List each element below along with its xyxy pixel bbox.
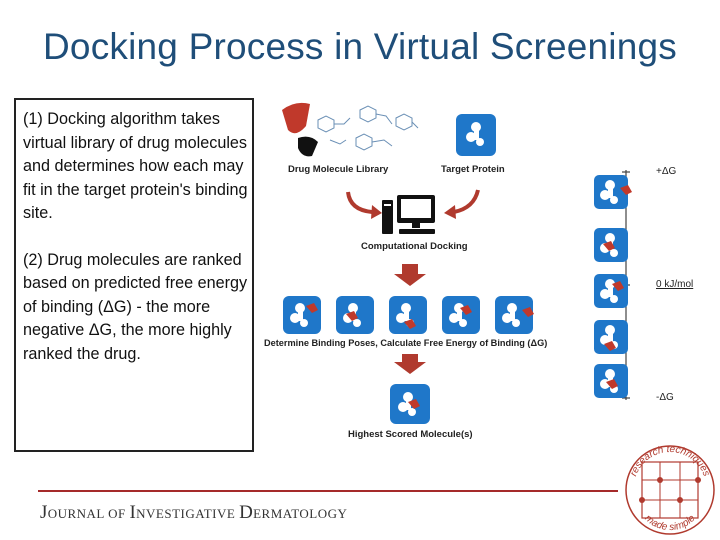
library-label: Drug Molecule Library	[288, 164, 389, 175]
pose-tile	[495, 296, 534, 334]
highest-scored-label: Highest Scored Molecule(s)	[348, 429, 473, 440]
library-fragment-red	[282, 102, 310, 134]
target-protein-tile	[456, 114, 496, 156]
down-arrow-1	[394, 264, 426, 286]
scale-top-label: +ΔG	[656, 166, 677, 177]
explanation-box: (1) Docking algorithm takes virtual libr…	[14, 98, 254, 452]
scale-middle-label: 0 kJ/mol	[656, 279, 694, 290]
drug-library-illustration	[282, 102, 419, 157]
library-fragment-black	[298, 136, 318, 157]
journal-name: JOURNAL OF INVESTIGATIVE DERMATOLOGY	[40, 502, 347, 524]
library-to-docking-arrow	[346, 191, 373, 214]
poses-label: Determine Binding Poses, Calculate Free …	[264, 338, 548, 348]
pose-tile	[283, 296, 321, 334]
scale-bottom-label: -ΔG	[656, 392, 674, 403]
computer-icon	[382, 195, 435, 234]
target-protein-label: Target Protein	[441, 164, 505, 175]
journal-name-part: OURNAL OF	[47, 506, 130, 521]
docking-label: Computational Docking	[361, 241, 468, 252]
ranked-tile	[594, 175, 632, 209]
ranked-tile	[594, 228, 628, 262]
journal-name-part: D	[239, 502, 254, 523]
explanation-paragraph-2: (2) Drug molecules are ranked based on p…	[23, 250, 248, 363]
molecule-sketches	[317, 105, 419, 151]
slide-title: Docking Process in Virtual Screenings	[43, 26, 677, 67]
ranked-tile	[594, 320, 628, 354]
binding-poses-row	[283, 296, 534, 334]
journal-name-part: J	[40, 502, 48, 523]
explanation-paragraph-1: (1) Docking algorithm takes virtual libr…	[23, 110, 248, 222]
journal-name-part: I	[129, 502, 137, 523]
journal-name-part: NVESTIGATIVE	[136, 506, 240, 521]
highest-scored-tile	[390, 384, 430, 424]
ranked-tile	[594, 364, 628, 398]
ranked-tile	[594, 274, 628, 308]
protein-to-docking-arrow	[453, 189, 480, 214]
journal-name-part: ERMATOLOGY	[253, 506, 348, 521]
pose-tile	[336, 296, 374, 334]
pose-tile	[389, 296, 427, 334]
footer-divider	[38, 490, 618, 492]
down-arrow-2	[394, 354, 426, 374]
pose-tile	[442, 296, 480, 334]
research-techniques-badge: research techniques made simple	[625, 444, 715, 535]
energy-scale	[594, 170, 632, 400]
